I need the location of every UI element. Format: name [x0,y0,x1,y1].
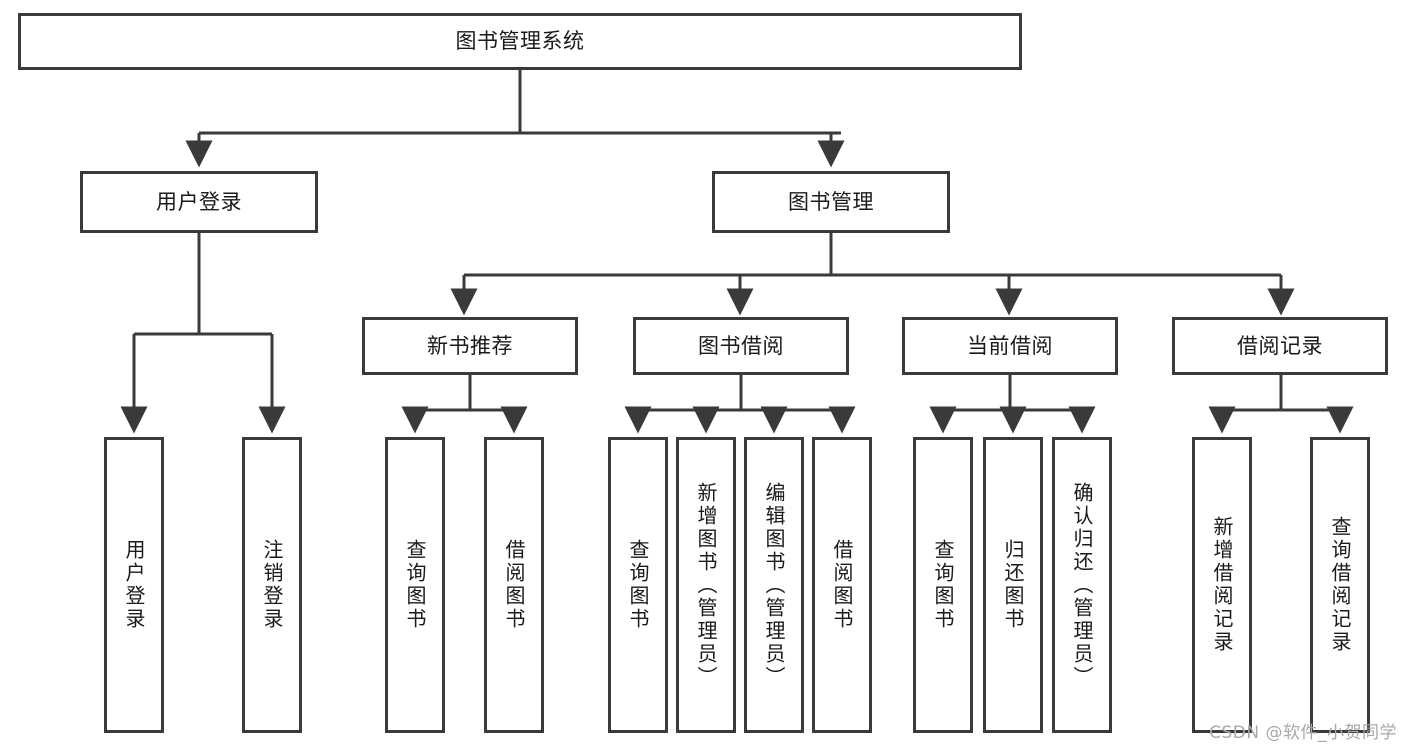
node-leaf-logout-login-label: 注销登录 [260,539,284,631]
node-leaf-borrow-books-recommend-label: 借阅图书 [502,539,526,631]
node-user-login-label: 用户登录 [156,189,242,214]
node-book-borrow-label: 图书借阅 [698,333,784,358]
node-leaf-query-borrow-record-label: 查询借阅记录 [1328,516,1352,654]
node-leaf-add-book-admin-label: 新增图书（管理员） [694,481,718,689]
node-current-borrow-label: 当前借阅 [967,333,1053,358]
node-root-label: 图书管理系统 [455,29,585,54]
node-current-borrow[interactable]: 当前借阅 [902,317,1118,375]
node-borrow-record[interactable]: 借阅记录 [1172,317,1388,375]
node-leaf-add-book-admin[interactable]: 新增图书（管理员） [676,437,736,733]
node-leaf-borrow-books[interactable]: 借阅图书 [812,437,872,733]
node-leaf-query-borrow-record[interactable]: 查询借阅记录 [1310,437,1370,733]
node-leaf-borrow-books-label: 借阅图书 [830,539,854,631]
node-leaf-query-books-current-label: 查询图书 [931,539,955,631]
node-leaf-logout-login[interactable]: 注销登录 [242,437,302,733]
node-user-login[interactable]: 用户登录 [80,171,318,233]
node-leaf-user-login[interactable]: 用户登录 [104,437,164,733]
node-leaf-borrow-books-recommend[interactable]: 借阅图书 [484,437,544,733]
watermark-text: CSDN @软件_小贺同学 [1209,723,1397,743]
node-root[interactable]: 图书管理系统 [18,13,1022,70]
node-book-borrow[interactable]: 图书借阅 [633,317,849,375]
node-new-book-recommend-label: 新书推荐 [427,333,513,358]
node-leaf-edit-book-admin[interactable]: 编辑图书（管理员） [744,437,804,733]
node-leaf-add-borrow-record[interactable]: 新增借阅记录 [1192,437,1252,733]
node-leaf-user-login-label: 用户登录 [122,539,146,631]
node-leaf-query-books-borrow-label: 查询图书 [626,539,650,631]
node-leaf-add-borrow-record-label: 新增借阅记录 [1210,516,1234,654]
node-leaf-return-books-label: 归还图书 [1001,539,1025,631]
node-borrow-record-label: 借阅记录 [1237,333,1323,358]
node-leaf-return-books[interactable]: 归还图书 [983,437,1043,733]
node-leaf-query-books-current[interactable]: 查询图书 [913,437,973,733]
node-book-management-label: 图书管理 [788,189,874,214]
node-leaf-query-books-recommend[interactable]: 查询图书 [385,437,445,733]
node-leaf-confirm-return-admin[interactable]: 确认归还（管理员） [1052,437,1112,733]
node-leaf-query-books-recommend-label: 查询图书 [403,539,427,631]
node-leaf-edit-book-admin-label: 编辑图书（管理员） [762,481,786,689]
node-leaf-query-books-borrow[interactable]: 查询图书 [608,437,668,733]
node-book-management[interactable]: 图书管理 [712,171,950,233]
node-new-book-recommend[interactable]: 新书推荐 [362,317,578,375]
node-leaf-confirm-return-admin-label: 确认归还（管理员） [1070,481,1094,689]
